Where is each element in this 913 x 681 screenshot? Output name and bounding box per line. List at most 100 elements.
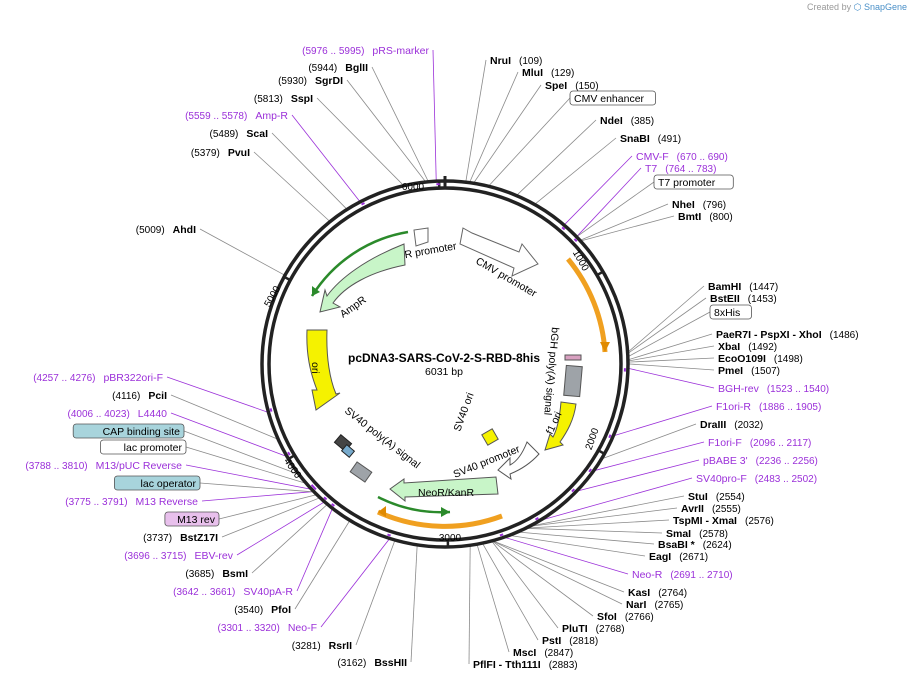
leader-line bbox=[525, 527, 663, 534]
tick-mark bbox=[596, 270, 604, 277]
site-position: (2847) bbox=[544, 648, 573, 659]
leader-line bbox=[488, 97, 571, 187]
primer-mark bbox=[269, 408, 273, 412]
site-position: (491) bbox=[658, 134, 681, 145]
site-name: CMV-F bbox=[636, 151, 669, 163]
leader-line bbox=[166, 376, 269, 413]
leader-line bbox=[516, 119, 597, 196]
site-name: M13 rev bbox=[177, 514, 216, 526]
site-position: (670 .. 690) bbox=[677, 152, 728, 163]
site-position: (5813) bbox=[254, 94, 283, 105]
leader-line bbox=[199, 228, 286, 276]
site-name: ScaI bbox=[246, 128, 268, 140]
site-name: M13 Reverse bbox=[136, 496, 199, 508]
site-position: (2576) bbox=[745, 516, 774, 527]
site-position: (2883) bbox=[549, 660, 578, 671]
leader-line bbox=[627, 363, 715, 371]
site-label: (3540)PfoI bbox=[234, 604, 291, 616]
credit-prefix: Created by bbox=[807, 2, 852, 12]
orf-arc-neokan-arrowhead bbox=[441, 507, 450, 517]
site-name: XbaI bbox=[718, 341, 740, 353]
site-name: BssHII bbox=[374, 657, 407, 669]
leader-line bbox=[491, 540, 594, 617]
site-position: (385) bbox=[631, 116, 654, 127]
site-position: (2578) bbox=[699, 529, 728, 540]
snapgene-logo: ⬡ SnapGene bbox=[853, 2, 907, 12]
site-position: (5976 .. 5995) bbox=[302, 46, 364, 57]
feature-box bbox=[100, 439, 187, 455]
site-position: (3788 .. 3810) bbox=[25, 461, 87, 472]
orf-arc-neokan bbox=[377, 495, 451, 514]
site-name: StuI bbox=[688, 491, 708, 503]
leader-line bbox=[627, 285, 705, 353]
label-leader-lines bbox=[166, 49, 715, 665]
site-name: pBABE 3' bbox=[703, 455, 748, 467]
primer-site-marks bbox=[269, 183, 626, 537]
site-name: EagI bbox=[649, 551, 671, 563]
site-position: (2483 .. 2502) bbox=[755, 474, 817, 485]
site-position: (3162) bbox=[337, 658, 366, 669]
site-position: (1498) bbox=[774, 354, 803, 365]
tick-mark bbox=[597, 449, 606, 455]
site-label: CMV enhancer bbox=[574, 93, 645, 105]
primer-mark bbox=[561, 226, 566, 231]
site-label: AvrII(2555) bbox=[681, 503, 741, 515]
site-label: (3685)BsmI bbox=[185, 568, 248, 580]
site-name: AvrII bbox=[681, 503, 704, 515]
snapgene-credit: Created by ⬡ SnapGene bbox=[807, 2, 907, 13]
ampr-promoter-arrow bbox=[413, 227, 429, 247]
site-label: NdeI (385) bbox=[600, 115, 654, 127]
site-position: (3540) bbox=[234, 605, 263, 616]
site-name: PluTI bbox=[562, 623, 588, 635]
site-label: TspMI - XmaI(2576) bbox=[673, 515, 774, 527]
site-name: BstZ17I bbox=[180, 532, 218, 544]
leader-line bbox=[296, 508, 333, 592]
site-name: AhdI bbox=[173, 224, 196, 236]
site-label: NheI(796) bbox=[672, 199, 726, 211]
site-label: (5976 .. 5995)pRS-marker bbox=[302, 45, 429, 57]
bgh-polya-label: bGH poly(A) signal bbox=[541, 327, 561, 416]
site-label: (3737)BstZ17I bbox=[143, 532, 218, 544]
site-label: PmeI(1507) bbox=[718, 365, 780, 377]
site-name: L4440 bbox=[138, 408, 167, 420]
site-position: (5009) bbox=[136, 225, 165, 236]
site-label: DraIII(2032) bbox=[700, 419, 763, 431]
leader-line bbox=[251, 503, 328, 574]
site-name: EcoO109I bbox=[718, 353, 766, 365]
leader-line bbox=[170, 394, 279, 440]
site-position: (2766) bbox=[625, 612, 654, 623]
sv40-polya-box bbox=[349, 461, 373, 483]
leader-line bbox=[627, 357, 715, 363]
site-name: lac promoter bbox=[124, 442, 183, 454]
site-position: (1447) bbox=[749, 282, 778, 293]
leader-line bbox=[525, 519, 670, 529]
feature-box bbox=[164, 511, 220, 527]
orf-arc-neo bbox=[376, 509, 503, 529]
primer-mark bbox=[588, 468, 592, 473]
site-label: XbaI(1492) bbox=[718, 341, 777, 353]
primer-mark bbox=[331, 503, 335, 507]
site-name: CMV enhancer bbox=[574, 93, 645, 105]
site-name: PmeI bbox=[718, 365, 743, 377]
leader-line bbox=[517, 531, 655, 545]
site-position: (3775 .. 3791) bbox=[65, 497, 127, 508]
site-position: (2691 .. 2710) bbox=[670, 570, 732, 581]
site-position: (2554) bbox=[716, 492, 745, 503]
site-name: SpeI bbox=[545, 80, 567, 92]
site-label: BmtI(800) bbox=[678, 211, 733, 223]
site-position: (1886 .. 1905) bbox=[759, 402, 821, 413]
leader-line bbox=[627, 367, 715, 389]
site-name: SV40pro-F bbox=[696, 473, 747, 485]
primer-mark bbox=[361, 202, 365, 206]
site-position: (129) bbox=[551, 68, 574, 79]
site-name: NdeI bbox=[600, 115, 623, 127]
site-name: PaeR7I - PspXI - XhoI bbox=[716, 329, 822, 341]
site-position: (2818) bbox=[569, 636, 598, 647]
site-name: pBR322ori-F bbox=[103, 372, 163, 384]
credit-brand: SnapGene bbox=[863, 2, 907, 12]
leader-line bbox=[465, 59, 487, 183]
site-position: (2624) bbox=[703, 540, 732, 551]
site-label: KasI(2764) bbox=[628, 587, 687, 599]
site-label: (4116)PciI bbox=[112, 390, 167, 402]
